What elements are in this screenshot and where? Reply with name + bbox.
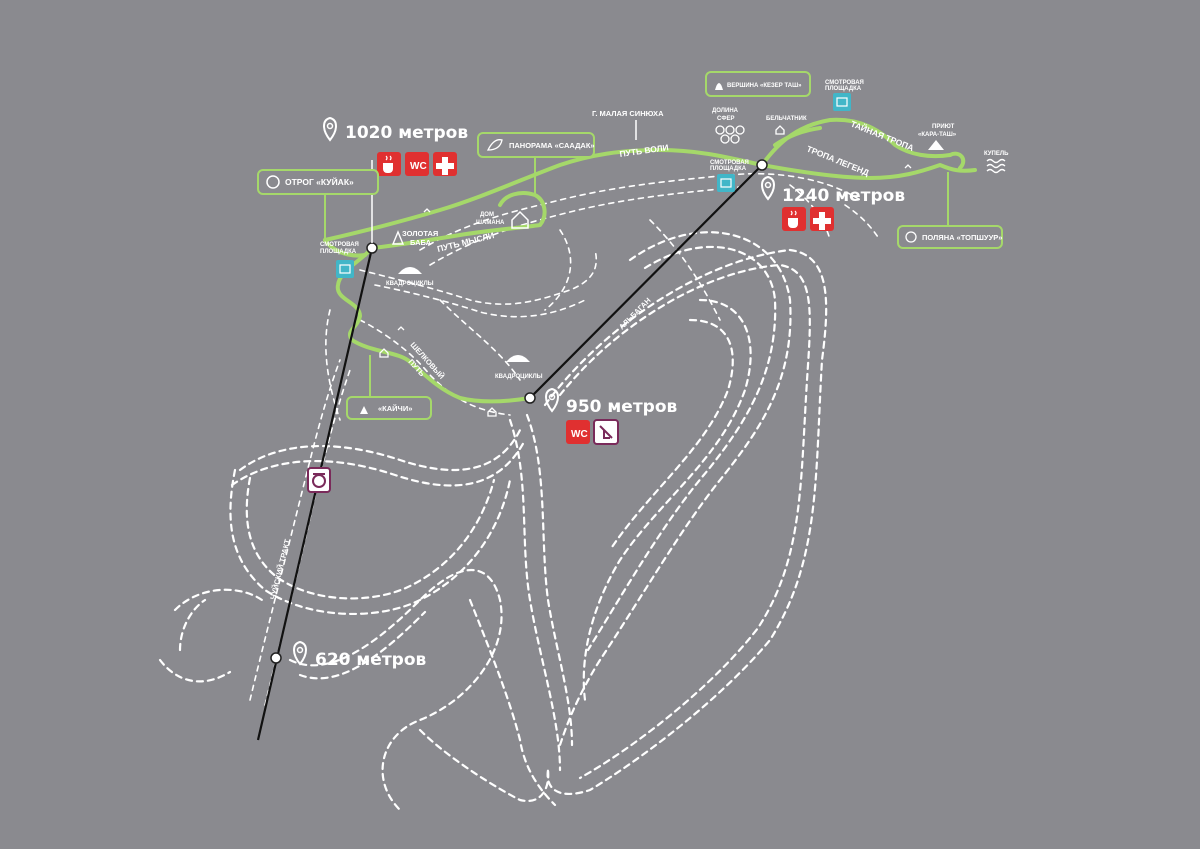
wc-label: WC	[410, 161, 427, 172]
viewpoint-label: СМОТРОВАЯ	[320, 242, 359, 248]
callout-polyana[interactable]: ПОЛЯНА «ТОПШУУР»	[897, 172, 1003, 249]
viewpoint-label: СМОТРОВАЯ	[710, 160, 749, 166]
map-pin-icon	[545, 387, 559, 413]
wc-icon[interactable]	[566, 420, 590, 444]
altitude-1240: 1240 метров	[761, 175, 905, 231]
viewpoint-label: ПЛОЩАДКА	[710, 166, 747, 172]
node-1020[interactable]	[366, 242, 378, 254]
viewpoint-label: ПЛОЩАДКА	[825, 86, 862, 92]
trail-put-voli	[323, 148, 764, 242]
altitude-620-label: 620 метров	[315, 650, 427, 670]
leaf-icon	[486, 139, 503, 151]
dashed-roads	[158, 172, 881, 812]
statue-icon	[715, 83, 723, 90]
label-belchatnik: БЕЛЬЧАТНИК	[766, 116, 807, 122]
spheres-icon	[715, 125, 745, 144]
callout-otrog-kuyak[interactable]: ОТРОГ «КУЙАК»	[257, 169, 379, 240]
node-1240[interactable]	[756, 159, 768, 171]
label-dom-shamana-1: ДОМ	[480, 212, 494, 218]
viewpoint-label: СМОТРОВАЯ	[825, 80, 864, 86]
lute-icon	[905, 231, 917, 243]
label-malaya-sinyukha: Г. МАЛАЯ СИНЮХА	[592, 109, 664, 118]
house-icon	[511, 210, 529, 229]
star-icon	[266, 175, 280, 189]
map-pin-icon	[293, 640, 307, 666]
label-kvadrocikly-1: КВАДРОЦИКЛЫ	[386, 281, 434, 287]
trail-shelkovy-put	[335, 246, 532, 404]
altitude-950-label: 950 метров	[566, 397, 678, 417]
trail-put-mysli	[370, 191, 547, 250]
water-icon	[986, 158, 1006, 174]
altitude-620: 620 метров	[293, 640, 427, 670]
altitude-950: 950 метров WC	[545, 387, 678, 445]
atv-icon	[398, 267, 422, 274]
altitude-1240-label: 1240 метров	[782, 186, 905, 206]
cable-line-upper	[529, 164, 763, 399]
camera-icon	[717, 174, 735, 192]
altitude-1020-label: 1020 метров	[345, 123, 468, 143]
label-albagan: АЛЬБАГАН	[617, 296, 653, 332]
map-pin-icon	[323, 116, 337, 142]
label-chuysky-trakt: ЧУЙСКИЙ ТРАКТ	[268, 538, 292, 601]
label-put-voli: ПУТЬ ВОЛИ	[619, 142, 669, 159]
label-dom-shamana-2: ШАМАНА	[476, 220, 505, 226]
trail-tropa-end	[948, 151, 966, 170]
callout-otrog-label: ОТРОГ «КУЙАК»	[285, 176, 354, 187]
green-trails	[323, 117, 977, 404]
label-priyut-1: ПРИЮТ	[932, 124, 955, 130]
viewpoint-mid[interactable]: СМОТРОВАЯ ПЛОЩАДКА	[710, 160, 749, 192]
camera-icon	[833, 93, 851, 111]
wc-icon[interactable]	[405, 152, 429, 176]
callout-polyana-label: ПОЛЯНА «ТОПШУУР»	[922, 233, 1002, 242]
node-950[interactable]	[524, 392, 536, 404]
house-icon	[379, 348, 389, 358]
label-taynaya-tropa: ТАЙНАЯ ТРОПА	[849, 118, 915, 153]
map-pin-icon	[761, 175, 775, 201]
callout-kaychi-label: «КАЙЧИ»	[378, 404, 412, 413]
label-kvadrocikly-2: КВАДРОЦИКЛЫ	[495, 374, 543, 380]
tent-icon	[928, 140, 944, 150]
trail-tropa-legend	[760, 163, 977, 180]
viewpoint-label: ПЛОЩАДКА	[320, 249, 357, 255]
gondola-icon[interactable]	[307, 467, 331, 493]
label-priyut-2: «КАРА-ТАШ»	[918, 132, 957, 138]
callout-vershina[interactable]: ВЕРШИНА «КЕЗЕР ТАШ»	[705, 71, 811, 97]
idol-icon	[391, 230, 405, 245]
label-zolotaya-baba-1: ЗОЛОТАЯ	[402, 229, 438, 238]
wc-label: WC	[571, 429, 588, 440]
callout-panorama-label: ПАНОРАМА «СААДАК»	[509, 141, 595, 150]
camera-icon	[336, 260, 354, 278]
viewpoint-left[interactable]: СМОТРОВАЯ ПЛОЩАДКА	[320, 242, 359, 278]
place-labels: Г. МАЛАЯ СИНЮХА ПУТЬ ВОЛИ ПУТЬ МЫСЛИ ДОМ…	[268, 108, 1009, 600]
label-kupel: КУПЕЛЬ	[984, 151, 1009, 157]
trail-left-loop	[323, 238, 367, 258]
person-icon	[360, 406, 368, 414]
node-620[interactable]	[270, 652, 282, 664]
house-icon	[487, 407, 497, 417]
trail-belchatnik	[773, 126, 822, 147]
viewpoint-top[interactable]: СМОТРОВАЯ ПЛОЩАДКА	[825, 80, 864, 111]
callout-vershina-label: ВЕРШИНА «КЕЗЕР ТАШ»	[727, 83, 802, 89]
house-icon	[775, 125, 785, 135]
label-dolina-sfer-1: ДОЛИНА	[712, 108, 739, 114]
atv-icon	[506, 355, 530, 362]
callout-kaychi[interactable]: «КАЙЧИ»	[346, 355, 432, 420]
label-zolotaya-baba-2: БАБА	[410, 238, 432, 247]
callout-panorama-saadak[interactable]: ПАНОРАМА «СААДАК»	[477, 132, 595, 195]
label-dolina-sfer-2: СФЕР	[717, 116, 734, 122]
